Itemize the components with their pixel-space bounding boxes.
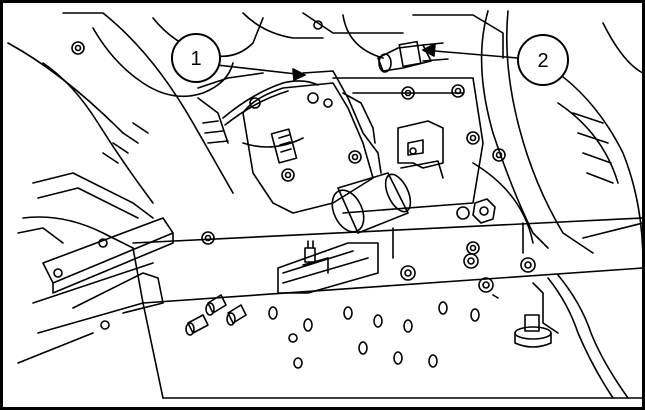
- canister: [331, 172, 412, 234]
- mounting-plate: [222, 70, 382, 214]
- fitting: [377, 40, 449, 73]
- callout-2-label: 2: [537, 50, 548, 72]
- engine-compartment-line-drawing: 1 2: [7, 10, 642, 399]
- callout-1-label: 1: [190, 48, 201, 70]
- rail-bolts: [100, 198, 536, 343]
- left-grille: [17, 72, 264, 249]
- frame-rail: [17, 217, 642, 399]
- saddle-bracket: [397, 120, 444, 179]
- callout-2: 2: [422, 34, 569, 86]
- background-housing: [7, 10, 642, 254]
- upper-bolts: [71, 20, 506, 162]
- lower-right-fitting: [492, 222, 642, 399]
- center-bracket: [277, 240, 379, 294]
- rail-pins: [185, 294, 247, 336]
- callout-1: 1: [171, 33, 306, 83]
- left-bracket: [42, 217, 174, 314]
